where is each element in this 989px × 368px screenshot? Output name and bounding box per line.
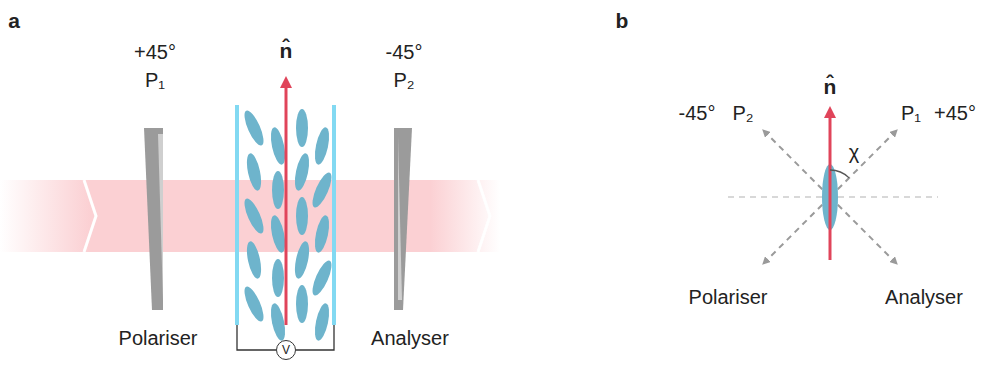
lc-molecule xyxy=(312,302,332,342)
polariser-axis xyxy=(765,197,830,262)
lc-molecules xyxy=(241,108,335,342)
analyser-axis xyxy=(830,197,895,262)
angle-arc xyxy=(830,170,849,178)
glass-plate xyxy=(235,105,239,325)
voltage-source: V xyxy=(276,340,296,360)
lc-molecule xyxy=(292,240,312,280)
wire xyxy=(237,325,276,350)
lc-molecule xyxy=(292,152,312,192)
lc-molecule xyxy=(244,152,264,192)
angle-label: -45° xyxy=(679,103,716,123)
lc-molecule xyxy=(296,197,308,235)
lc-molecule xyxy=(296,285,308,323)
panel-letter: b xyxy=(616,10,629,31)
director-arrow xyxy=(829,112,832,260)
component-name: Polariser xyxy=(689,287,768,307)
lc-molecule xyxy=(272,171,284,209)
analyser-plate xyxy=(394,128,412,310)
lc-molecule xyxy=(296,109,308,147)
lc-molecule xyxy=(309,258,335,298)
component-name: Analyser xyxy=(885,287,963,307)
angle-label: -45° xyxy=(386,42,423,62)
beam-chevron xyxy=(84,180,96,252)
lc-molecule xyxy=(244,240,264,280)
angle-label: +45° xyxy=(934,103,976,123)
analyser-axis xyxy=(765,132,830,197)
analyser-plate xyxy=(398,136,402,300)
component-name: P₁ xyxy=(145,70,165,90)
lc-molecule xyxy=(309,170,335,210)
lc-molecule xyxy=(241,284,267,324)
polariser-plate xyxy=(144,128,163,310)
beam-chevron xyxy=(478,180,490,252)
polariser-axis xyxy=(830,132,895,197)
wire xyxy=(296,325,334,350)
component-name: P₂ xyxy=(732,103,753,123)
light-beam xyxy=(0,180,500,252)
component-name: Polariser xyxy=(119,328,198,348)
director-label: n̂ xyxy=(824,76,837,97)
polariser-plate xyxy=(158,134,163,300)
director-label: n̂ xyxy=(280,40,293,61)
lc-molecule xyxy=(241,108,267,148)
component-name: Analyser xyxy=(371,328,449,348)
lc-molecule xyxy=(312,126,332,166)
lc-molecule xyxy=(312,214,332,254)
lc-molecule xyxy=(272,259,284,297)
glass-plate xyxy=(332,105,336,325)
component-name: P₂ xyxy=(393,70,414,90)
angle-symbol: χ xyxy=(849,142,860,162)
component-name: P₁ xyxy=(901,103,921,123)
director-arrow xyxy=(285,82,288,325)
angle-label: +45° xyxy=(134,42,176,62)
lc-molecule xyxy=(241,196,267,236)
node-text: V xyxy=(282,344,290,356)
panel-letter: a xyxy=(8,10,20,31)
